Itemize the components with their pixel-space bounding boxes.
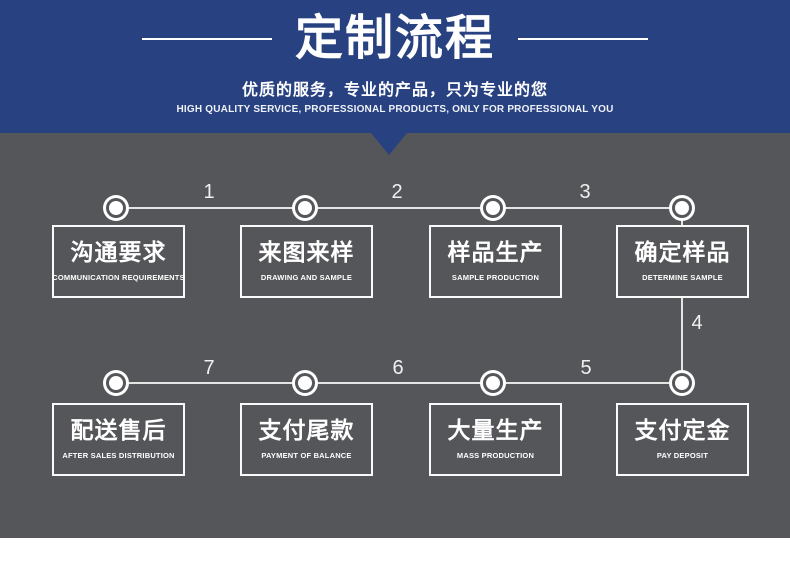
step-title: 支付定金	[634, 417, 731, 443]
header-notch-triangle	[371, 133, 407, 155]
node-circle	[675, 376, 689, 390]
connector-number-3: 3	[579, 181, 591, 203]
connector-number-1: 1	[203, 181, 215, 203]
step-subtitle: PAY DEPOSIT	[656, 451, 709, 461]
step-subtitle: COMMUNICATION REQUIREMENTS	[52, 273, 185, 283]
step-subtitle: AFTER SALES DISTRIBUTION	[62, 451, 175, 461]
connector-number-7: 7	[203, 357, 215, 379]
step-subtitle: SAMPLE PRODUCTION	[451, 273, 540, 283]
connector-line-row1	[116, 207, 682, 209]
node-circle	[109, 376, 123, 390]
step-box-after-sales-distribution: 配送售后 AFTER SALES DISTRIBUTION	[52, 403, 185, 476]
subtitle-chinese: 优质的服务，专业的产品，只为专业的您	[241, 81, 548, 99]
step-box-determine-sample: 确定样品 DETERMINE SAMPLE	[616, 225, 749, 298]
connector-number-6: 6	[392, 357, 404, 379]
step-subtitle: DETERMINE SAMPLE	[642, 273, 723, 283]
step-title: 沟通要求	[70, 239, 167, 265]
step-title: 支付尾款	[258, 417, 355, 443]
step-subtitle: DRAWING AND SAMPLE	[260, 273, 353, 283]
subtitle-english: HIGH QUALITY SERVICE, PROFESSIONAL PRODU…	[176, 103, 614, 115]
title-right-line	[518, 37, 648, 40]
connector-line-node-to-box	[681, 208, 683, 225]
title-row: 定制流程	[0, 0, 790, 65]
connector-number-4: 4	[691, 312, 703, 334]
connector-number-2: 2	[391, 181, 403, 203]
step-subtitle: MASS PRODUCTION	[456, 451, 535, 461]
step-title: 样品生产	[447, 239, 544, 265]
step-box-payment-of-balance: 支付尾款 PAYMENT OF BALANCE	[240, 403, 373, 476]
node-circle	[675, 201, 689, 215]
node-circle	[298, 376, 312, 390]
step-box-mass-production: 大量生产 MASS PRODUCTION	[429, 403, 562, 476]
step-title: 大量生产	[447, 417, 544, 443]
step-box-sample-production: 样品生产 SAMPLE PRODUCTION	[429, 225, 562, 298]
title-left-line	[141, 37, 272, 40]
step-box-pay-deposit: 支付定金 PAY DEPOSIT	[616, 403, 749, 476]
step-subtitle: PAYMENT OF BALANCE	[261, 451, 352, 461]
step-title: 来图来样	[258, 239, 355, 265]
connector-number-5: 5	[580, 357, 592, 379]
step-box-communication-requirements: 沟通要求 COMMUNICATION REQUIREMENTS	[52, 225, 185, 298]
node-circle	[486, 376, 500, 390]
bottom-white-strip	[0, 538, 790, 564]
page-title: 定制流程	[294, 12, 495, 65]
process-flow-diagram: 1 2 3 4 7 6 5 沟通要求 COMMUNICATION REQUIRE…	[0, 133, 790, 538]
node-circle	[486, 201, 500, 215]
step-box-drawing-and-sample: 来图来样 DRAWING AND SAMPLE	[240, 225, 373, 298]
node-circle	[109, 201, 123, 215]
step-title: 确定样品	[634, 239, 731, 265]
connector-line-vertical-step4	[681, 298, 683, 383]
connector-line-row2	[116, 382, 682, 384]
node-circle	[298, 201, 312, 215]
header-banner: 定制流程 优质的服务，专业的产品，只为专业的您 HIGH QUALITY SER…	[0, 0, 790, 155]
step-title: 配送售后	[70, 417, 167, 443]
